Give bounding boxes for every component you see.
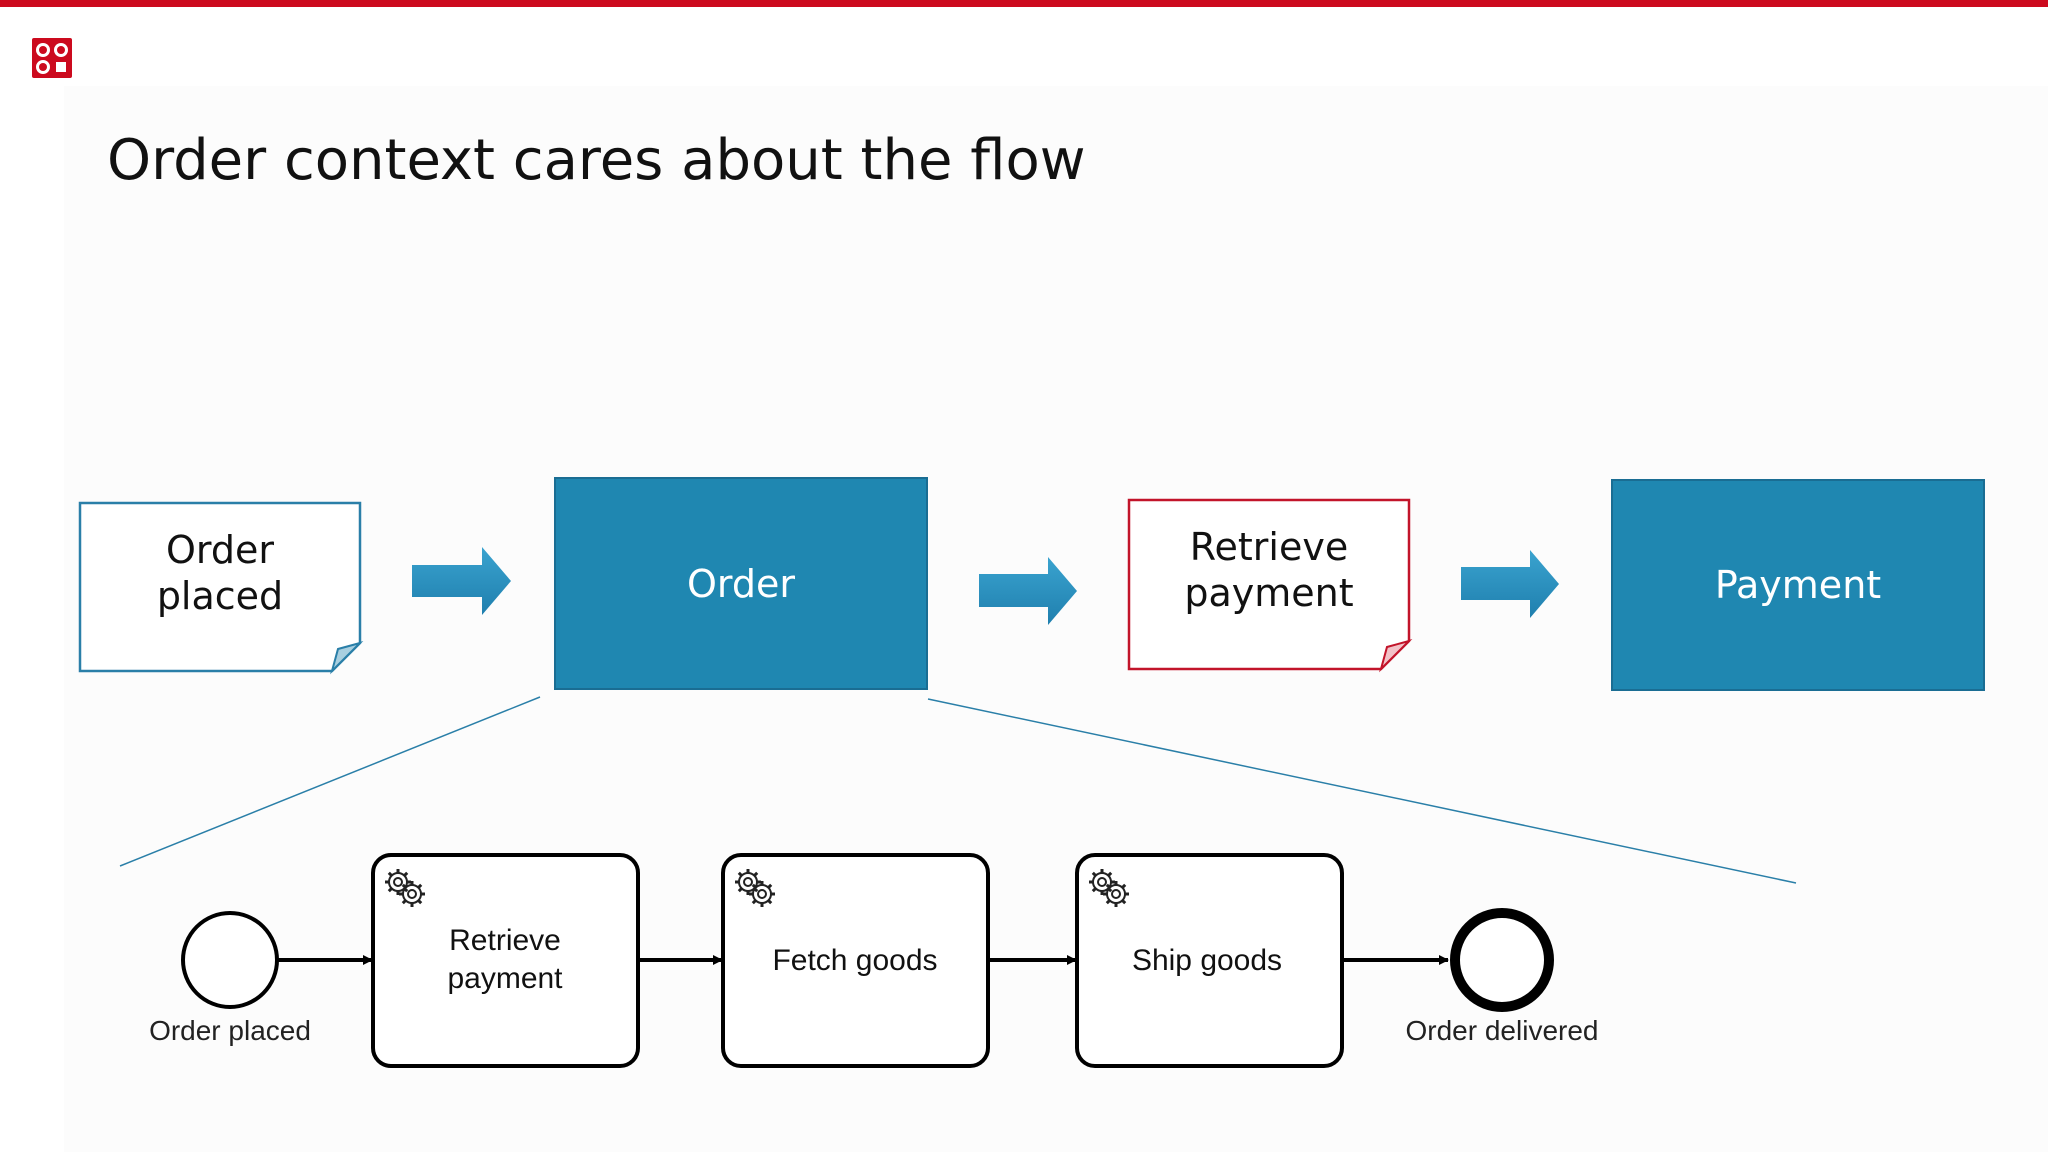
bpmn-start-event — [181, 911, 279, 1009]
context-box-payment-label: Payment — [1715, 563, 1881, 607]
event-note-order-placed: Order placed — [78, 501, 364, 675]
bpmn-task-fetch-goods-label: Fetch goods — [772, 944, 937, 977]
bpmn-task-retrieve-payment-line1: Retrieve — [449, 924, 561, 957]
zoom-line-right — [927, 698, 1797, 884]
event-note-retrieve-payment-line1: Retrieve — [1190, 525, 1348, 569]
event-note-order-placed-line2: placed — [157, 574, 283, 618]
bpmn-task-fetch-goods: Fetch goods — [721, 853, 990, 1068]
event-note-retrieve-payment-line2: payment — [1184, 571, 1353, 615]
bpmn-end-event-label: Order delivered — [1406, 1015, 1599, 1046]
top-accent-bar — [0, 0, 2048, 7]
context-box-order: Order — [554, 477, 928, 690]
context-box-payment: Payment — [1611, 479, 1985, 691]
context-box-order-label: Order — [687, 562, 795, 606]
bpmn-task-retrieve-payment-line2: payment — [447, 962, 563, 995]
event-note-retrieve-payment: Retrieve payment — [1127, 498, 1413, 673]
bpmn-end-event — [1450, 908, 1554, 1012]
right-arrow-icon — [979, 557, 1077, 625]
camunda-logo — [32, 38, 72, 78]
event-note-order-placed-line1: Order — [166, 528, 274, 572]
right-arrow-icon — [1461, 550, 1559, 618]
bpmn-start-event-label: Order placed — [149, 1015, 311, 1046]
zoom-line-left — [119, 696, 541, 867]
bpmn-task-ship-goods: Ship goods — [1075, 853, 1344, 1068]
bpmn-task-retrieve-payment: Retrieve payment — [371, 853, 640, 1068]
bpmn-task-ship-goods-label: Ship goods — [1132, 944, 1282, 977]
slide-title: Order context cares about the flow — [107, 128, 1086, 193]
right-arrow-icon — [412, 547, 511, 615]
